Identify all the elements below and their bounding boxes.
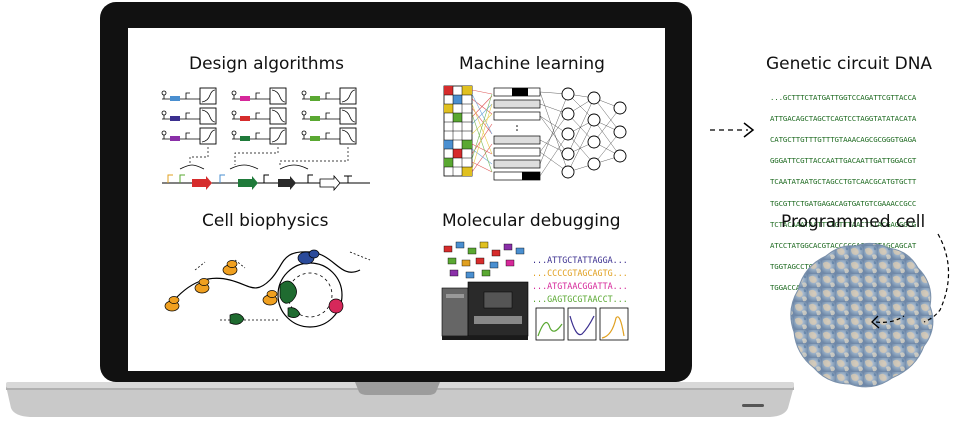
- dna-title: Genetic circuit DNA: [766, 54, 933, 74]
- debugging-diagram: [441, 241, 629, 341]
- dna-line: ATCCTATGGCACGTACCCCGAGCCGTAGCAGCAT: [770, 240, 917, 250]
- dna-line: CATGCTTGTTTGTTTGTAAACAGCGCGGGTGAGA: [770, 134, 917, 144]
- dna-line: GGGATTCGTTACCAATTGACAATTGATTGGACGT: [770, 156, 917, 166]
- debug-sequence-2: ...CCCCGTAGCAGTG...: [532, 268, 628, 278]
- cell-title: Programmed cell: [781, 212, 926, 232]
- input-matrix: [443, 85, 473, 177]
- dna-line: TCAATATAATGCTAGCCTGTCAACGCATGTGCTT: [770, 177, 917, 187]
- colony-plate: [443, 241, 525, 279]
- ml-title: Machine learning: [459, 54, 605, 74]
- cell-icon: [790, 242, 934, 388]
- dna-line: ATTGACAGCTAGCTCAGTCCTAGGTATATACATA: [770, 113, 917, 123]
- laptop-notch: [355, 382, 440, 395]
- debug-sequence-3: ...ATGTAACGGATTA...: [532, 281, 628, 291]
- design-circuit-diagram: [161, 87, 370, 192]
- neural-network-icon: [443, 85, 627, 181]
- laptop-base: [6, 386, 794, 417]
- biophysics-title: Cell biophysics: [202, 211, 329, 231]
- dna-line: ...GCTTTCTATGATTGGTCCAGATTCGTTACCA: [770, 92, 917, 102]
- dna-line: TGCGTTCTGATGAGACAGTGATGTCGAAACCGCC: [770, 198, 917, 208]
- dna-line: TCTACAAATAATTTTGTTTAACTTTACGAGGGCG: [770, 219, 917, 229]
- design-title: Design algorithms: [189, 54, 345, 74]
- dashed-curve-arrow-icon: [923, 233, 950, 323]
- sequencer-icon: [441, 281, 529, 340]
- signal-plots: [535, 307, 629, 341]
- debugging-title: Molecular debugging: [442, 211, 621, 231]
- biophysics-diagram: [164, 249, 371, 328]
- debug-sequence-4: ...GAGTGCGTAACCT...: [532, 294, 628, 304]
- dashed-arrow-icon: [710, 122, 755, 138]
- feature-bars: [493, 87, 541, 181]
- debug-sequence-1: ...ATTGCTATTAGGA...: [532, 255, 628, 265]
